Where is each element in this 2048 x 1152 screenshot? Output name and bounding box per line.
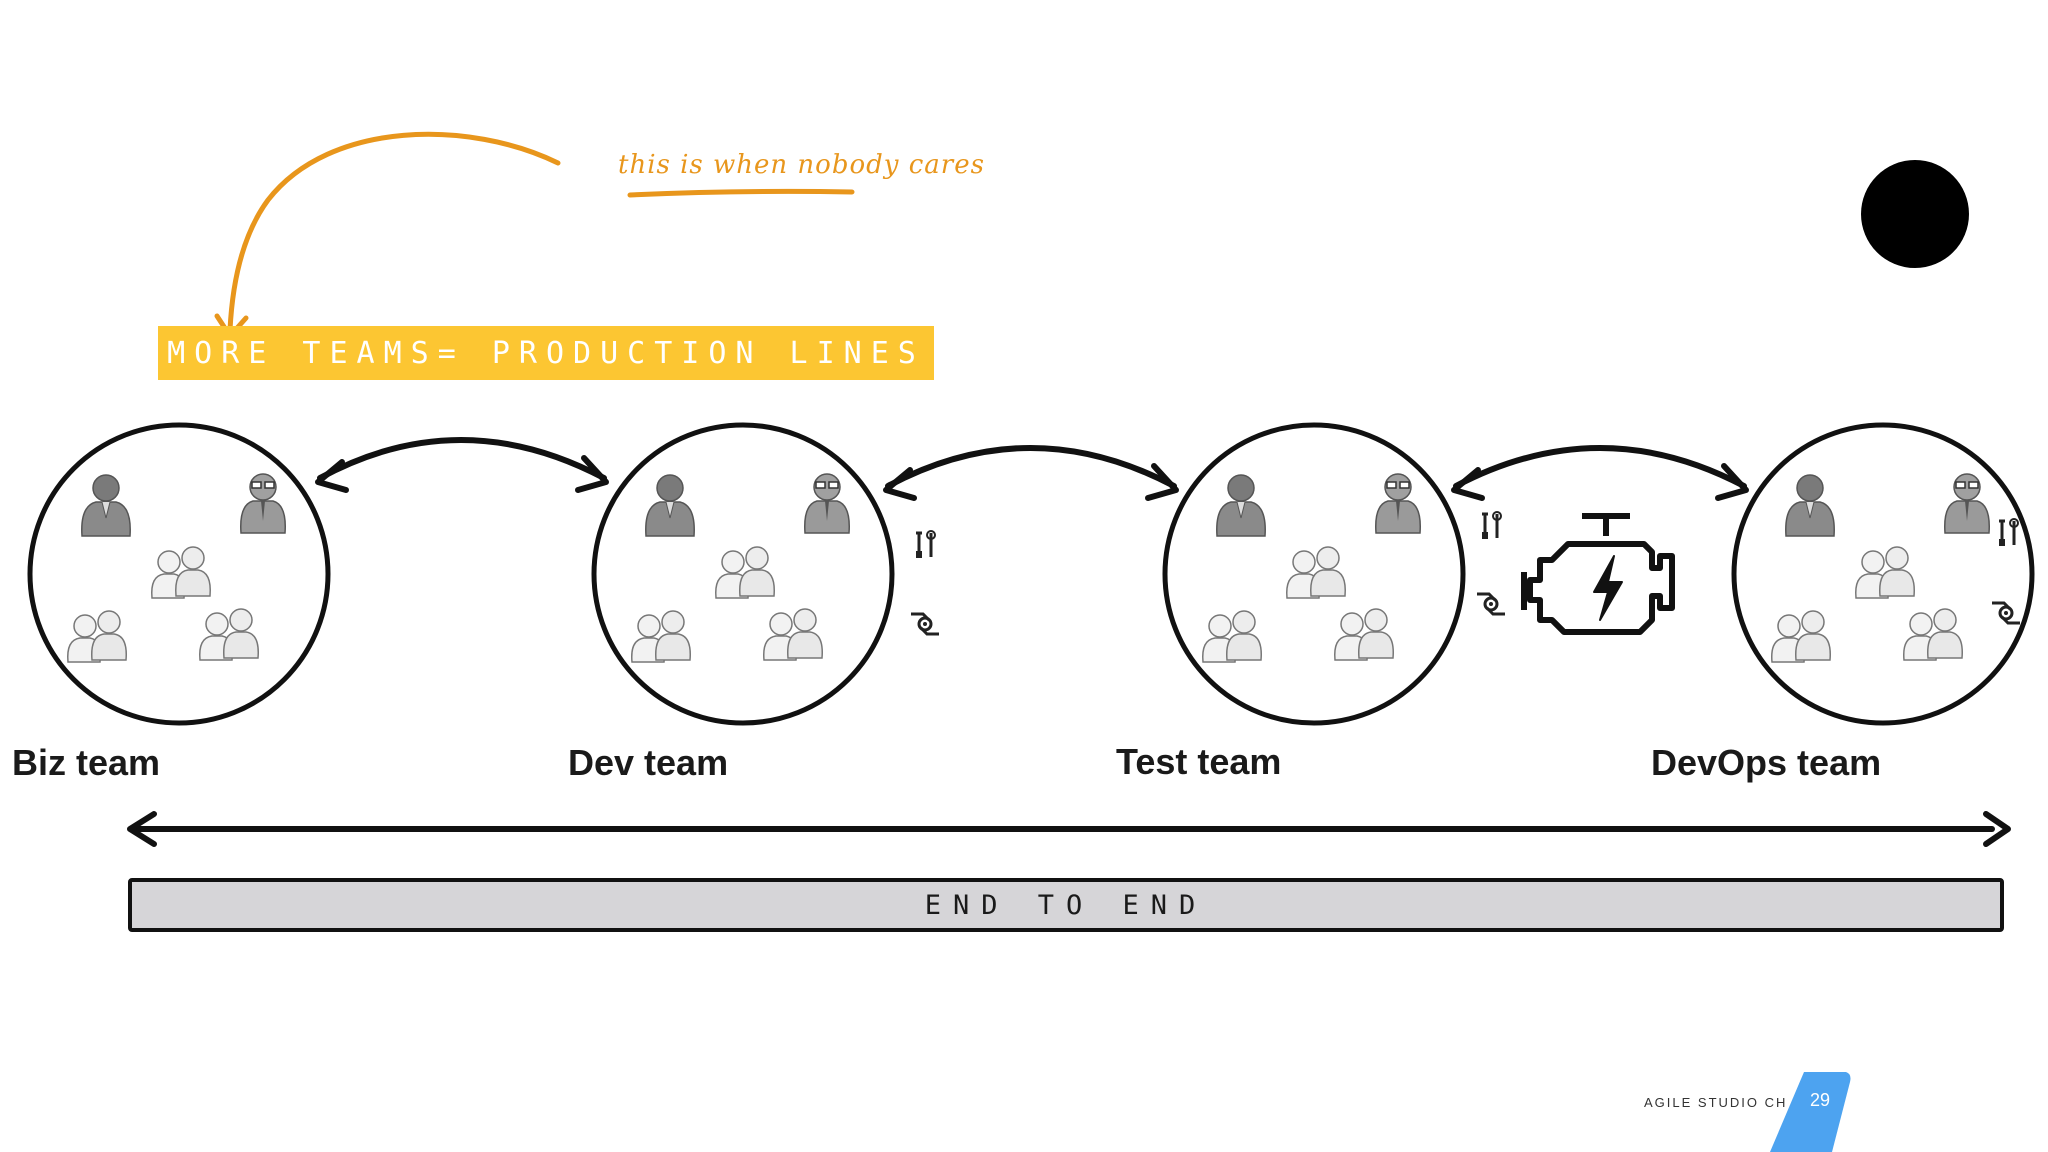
team-label-dev: Dev team [568, 742, 729, 783]
connector-dev-test [883, 445, 1179, 501]
team-label-biz: Biz team [12, 742, 161, 783]
team-label-test: Test team [1116, 741, 1282, 782]
team-circle-biz [27, 422, 331, 726]
manager-icon [1216, 474, 1266, 537]
annotation-arrow [214, 131, 561, 339]
engineer-icon [804, 473, 850, 534]
team-circle-test [1162, 422, 1466, 726]
e2e-arrow [127, 811, 2011, 847]
annotation-underline [627, 188, 855, 198]
engine-icon [1521, 513, 1675, 635]
handshake-gear-icon [909, 612, 941, 636]
e2e-label: END TO END [924, 889, 1208, 921]
people-pair-icon [67, 610, 127, 663]
handshake-gear-icon [1475, 592, 1507, 616]
engineer-icon [1944, 473, 1990, 534]
people-pair-icon [1286, 546, 1346, 599]
page-number: 29 [1809, 1090, 1831, 1110]
footer-brand: AGILE STUDIO CH [1644, 1095, 1788, 1110]
people-pair-icon [151, 546, 211, 599]
headline-text: MORE TEAMS= PRODUCTION LINES [167, 335, 925, 371]
engineer-icon [240, 473, 286, 534]
team-label-devops: DevOps team [1651, 742, 1882, 783]
connector-biz-dev [315, 437, 609, 493]
team-circle-devops [1731, 422, 2035, 726]
tools-icon [914, 529, 937, 560]
manager-icon [645, 474, 695, 537]
headline-banner: MORE TEAMS= PRODUCTION LINES [158, 326, 934, 380]
people-pair-icon [1202, 610, 1262, 663]
connector-test-devops [1451, 445, 1749, 501]
people-pair-icon [1903, 608, 1963, 661]
manager-icon [81, 474, 131, 537]
page-badge [1770, 1072, 1851, 1152]
people-pair-icon [1771, 610, 1831, 663]
people-pair-icon [763, 608, 823, 661]
tools-icon [1480, 510, 1503, 541]
handshake-gear-icon [1990, 601, 2022, 625]
people-pair-icon [199, 608, 259, 661]
engineer-icon [1375, 473, 1421, 534]
team-circle-dev [591, 422, 895, 726]
black-dot [1861, 160, 1969, 268]
e2e-bar: END TO END [128, 878, 2004, 932]
people-pair-icon [1855, 546, 1915, 599]
people-pair-icon [631, 610, 691, 663]
annotation-text: this is when nobody cares [618, 150, 985, 180]
manager-icon [1785, 474, 1835, 537]
tools-icon [1997, 517, 2020, 548]
people-pair-icon [715, 546, 775, 599]
people-pair-icon [1334, 608, 1394, 661]
